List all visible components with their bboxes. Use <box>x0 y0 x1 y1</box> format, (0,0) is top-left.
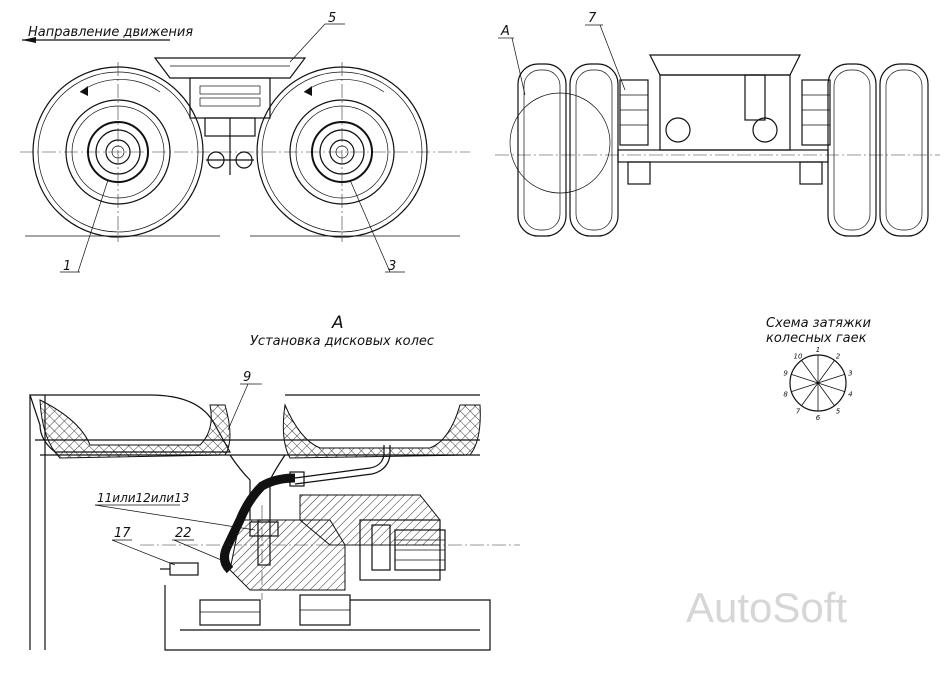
nut-spoke <box>791 382 819 393</box>
callout-9: 9 <box>243 370 251 385</box>
nut-number: 8 <box>783 391 788 399</box>
section-view-letter: А <box>331 313 344 333</box>
direction-arrow <box>22 37 170 43</box>
section-view: 9 11или12или13 17 22 <box>29 370 520 651</box>
callout-7: 7 <box>588 11 597 26</box>
rear-view: А 7 <box>495 11 940 237</box>
nut-number: 2 <box>836 352 841 360</box>
suspension-bracket <box>153 57 307 175</box>
tightening-title-2: колесных гаек <box>766 331 867 346</box>
nut-number: 6 <box>816 414 821 422</box>
callout-17: 17 <box>114 526 131 541</box>
wheel-rear <box>256 62 428 242</box>
nut-number: 3 <box>848 369 852 377</box>
callout-22: 22 <box>175 526 192 541</box>
nut-spoke <box>817 382 835 406</box>
tightening-scheme: Схема затяжки колесных гаек 1 2 3 4 5 6 7 8 9 10 <box>766 316 871 422</box>
nut-number: 9 <box>783 369 788 377</box>
nut-spoke <box>791 373 819 384</box>
nut-order-diagram: 1 2 3 4 5 6 7 8 9 10 <box>783 346 852 422</box>
callout-5: 5 <box>328 11 336 26</box>
nut-spoke <box>817 360 835 384</box>
nut-spoke <box>817 382 845 393</box>
direction-label: Направление движения <box>28 25 193 40</box>
section-title: Установка дисковых колес <box>250 334 434 349</box>
callout-11-12-13: 11или12или13 <box>97 491 189 505</box>
callout-3: 3 <box>388 259 396 274</box>
view-letter-top: А <box>500 24 510 39</box>
side-view: Направление движения <box>20 11 470 274</box>
nut-spoke <box>801 360 819 384</box>
nut-number: 10 <box>794 352 803 360</box>
tightening-title-1: Схема затяжки <box>766 316 871 331</box>
nut-number: 5 <box>836 408 841 416</box>
nut-spoke <box>817 373 845 384</box>
nut-number: 1 <box>816 346 820 354</box>
nut-number: 7 <box>796 408 801 416</box>
wheel-front <box>32 62 204 242</box>
callout-1: 1 <box>63 259 71 274</box>
nut-number: 4 <box>848 391 852 399</box>
nut-spoke <box>801 382 819 406</box>
watermark: AutoSoft <box>686 584 847 631</box>
